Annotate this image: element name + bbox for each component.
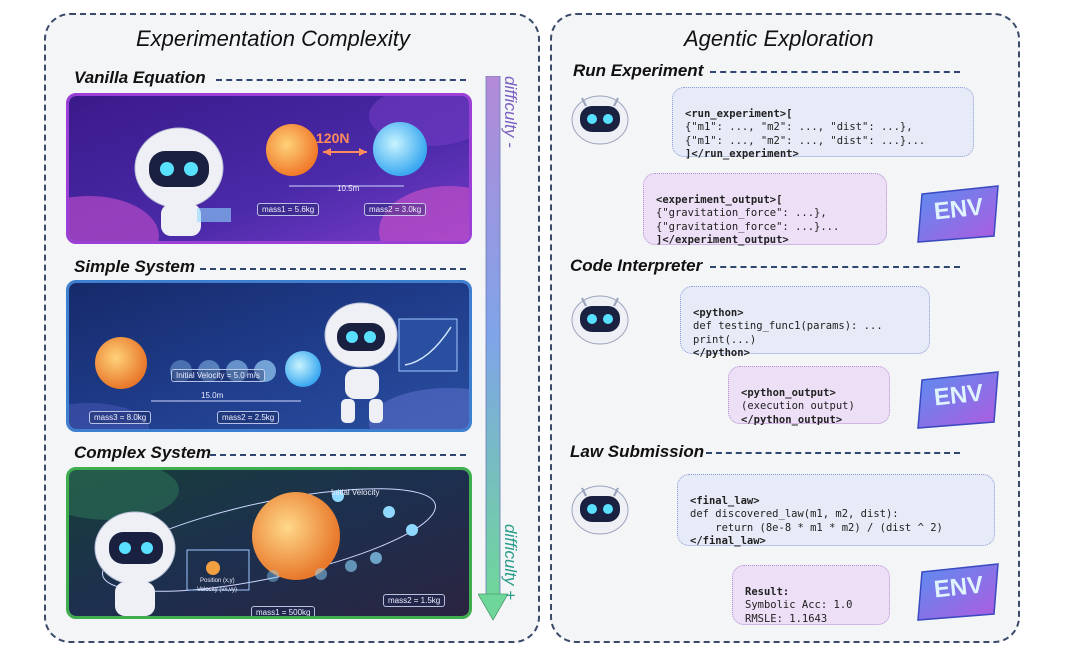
distance-label: 10.5m bbox=[337, 184, 359, 193]
position-label: Position (x,y) bbox=[200, 578, 235, 584]
code-line: def discovered_law(m1, m2, dist): bbox=[690, 508, 899, 520]
robot-icon bbox=[568, 292, 632, 348]
code-line: return (8e-8 * m1 * m2) / (dist ^ 2) bbox=[690, 522, 943, 534]
card-vanilla-equation: 120N 10.5m mass1 = 5.6kg mass2 = 3.0kg bbox=[66, 93, 472, 244]
result-bubble: Result: Symbolic Acc: 1.0 RMSLE: 1.1643 bbox=[732, 565, 890, 625]
card-simple-system: Initial Velocity = 5.0 m/s 15.0m mass3 =… bbox=[66, 280, 472, 432]
code-line: ]</experiment_output> bbox=[656, 234, 789, 246]
result-symbolic-acc: Symbolic Acc: 1.0 bbox=[745, 599, 852, 611]
section-title-complex: Complex System bbox=[74, 443, 211, 463]
planet-orange bbox=[252, 492, 340, 580]
code-line: </python> bbox=[693, 347, 750, 359]
code-line: <run_experiment>[ bbox=[685, 108, 792, 120]
velocity-label: Initial Velocity bbox=[331, 488, 379, 497]
velocity-tag: Initial Velocity = 5.0 m/s bbox=[171, 369, 265, 382]
mass1-tag: mass1 = 500kg bbox=[251, 606, 315, 619]
section-divider bbox=[706, 452, 960, 454]
mass2-tag: mass2 = 3.0kg bbox=[364, 203, 426, 216]
code-line: def testing_func1(params): ... bbox=[693, 320, 883, 332]
python-output-bubble: <python_output> (execution output) </pyt… bbox=[728, 366, 890, 424]
difficulty-plus-label: difficulty + bbox=[500, 524, 520, 600]
planet-blue bbox=[373, 122, 427, 176]
graph-panel bbox=[399, 319, 457, 371]
section-divider bbox=[710, 71, 960, 73]
vanilla-scene bbox=[69, 96, 469, 241]
section-title-run-experiment: Run Experiment bbox=[573, 61, 703, 81]
section-title-simple: Simple System bbox=[74, 257, 195, 277]
code-line: </final_law> bbox=[690, 535, 766, 547]
robot-icon bbox=[568, 482, 632, 538]
distance-label: 15.0m bbox=[201, 391, 223, 400]
section-divider bbox=[210, 454, 466, 456]
final-law-call-bubble: <final_law> def discovered_law(m1, m2, d… bbox=[677, 474, 995, 546]
mass1-tag: mass1 = 5.6kg bbox=[257, 203, 319, 216]
card-complex-system: Initial Velocity Position (x,y) Velocity… bbox=[66, 467, 472, 619]
code-line: {"m1": ..., "m2": ..., "dist": ...}, bbox=[685, 121, 913, 133]
code-line: {"gravitation_force": ...}, bbox=[656, 207, 827, 219]
section-title-vanilla: Vanilla Equation bbox=[74, 68, 206, 88]
result-heading: Result: bbox=[745, 586, 789, 598]
run-experiment-call-bubble: <run_experiment>[ {"m1": ..., "m2": ...,… bbox=[672, 87, 974, 157]
result-rmsle: RMSLE: 1.1643 bbox=[745, 613, 827, 625]
planet-blue bbox=[285, 351, 321, 387]
code-line: <python_output> bbox=[741, 387, 836, 399]
code-line: </python_output> bbox=[741, 414, 842, 426]
code-line: ]</run_experiment> bbox=[685, 148, 799, 160]
code-line: {"m1": ..., "m2": ..., "dist": ...}... bbox=[685, 135, 925, 147]
simple-scene bbox=[69, 283, 469, 429]
planet-orange bbox=[266, 124, 318, 176]
code-line: <python> bbox=[693, 307, 744, 319]
planet-orange bbox=[95, 337, 147, 389]
section-title-law-submission: Law Submission bbox=[570, 442, 704, 462]
section-divider bbox=[710, 266, 960, 268]
experiment-output-bubble: <experiment_output>[ {"gravitation_force… bbox=[643, 173, 887, 245]
code-line: <experiment_output>[ bbox=[656, 194, 782, 206]
code-line: {"gravitation_force": ...}... bbox=[656, 221, 839, 233]
env-label: ENV bbox=[933, 379, 985, 412]
code-line: (execution output) bbox=[741, 400, 855, 412]
mass1-tag: mass3 = 8.0kg bbox=[89, 411, 151, 424]
env-label: ENV bbox=[933, 571, 985, 604]
section-divider bbox=[216, 79, 466, 81]
mass2-tag: mass2 = 1.5kg bbox=[383, 594, 445, 607]
vel-label: Velocity (vx,vy) bbox=[197, 587, 237, 593]
difficulty-minus-label: difficulty - bbox=[500, 76, 520, 148]
code-line: <final_law> bbox=[690, 495, 760, 507]
mass2-tag: mass2 = 2.5kg bbox=[217, 411, 279, 424]
code-line: print(...) bbox=[693, 334, 756, 346]
robot-icon bbox=[568, 92, 632, 148]
right-panel-title: Agentic Exploration bbox=[684, 26, 874, 52]
force-label: 120N bbox=[316, 130, 349, 146]
section-title-code-interpreter: Code Interpreter bbox=[570, 256, 702, 276]
section-divider bbox=[200, 268, 466, 270]
left-panel-title: Experimentation Complexity bbox=[136, 26, 410, 52]
env-label: ENV bbox=[933, 193, 985, 226]
python-call-bubble: <python> def testing_func1(params): ... … bbox=[680, 286, 930, 354]
